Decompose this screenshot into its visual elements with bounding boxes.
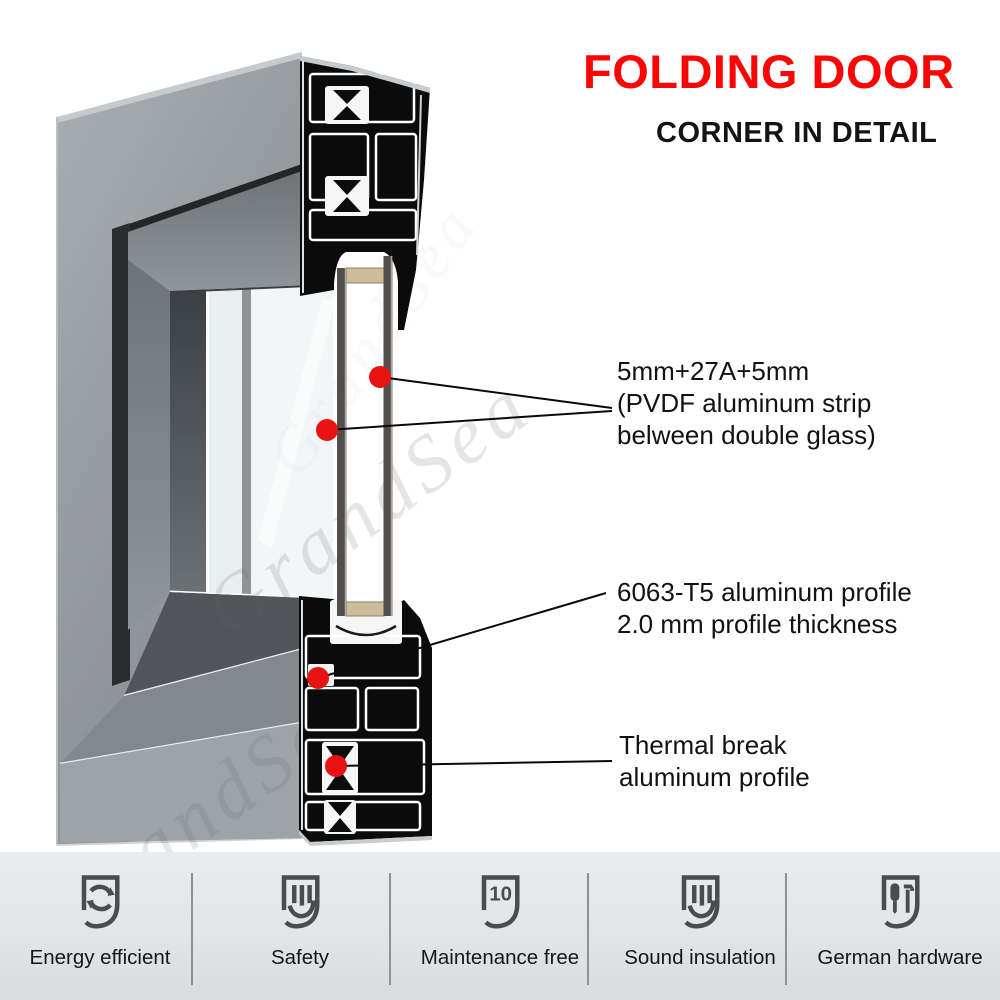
feature-safety: Safety — [200, 852, 400, 1000]
callout-dots — [307, 366, 391, 777]
callout-lines — [317, 376, 613, 767]
feature-divider — [587, 873, 589, 985]
outer-frame — [56, 52, 333, 846]
feature-label: Sound insulation — [624, 946, 776, 969]
annotation-line: 2.0 mm profile thickness — [617, 609, 898, 639]
feature-divider — [191, 873, 193, 985]
feature-divider — [389, 873, 391, 985]
shield-10-icon: 10 — [481, 875, 520, 929]
feature-label: Safety — [270, 946, 330, 969]
feature-energy-efficient: Energy efficient — [0, 852, 200, 1000]
annotation-line: 5mm+27A+5mm — [617, 356, 810, 386]
glass-opening — [170, 284, 333, 599]
annotation-thermal: Thermal break aluminum profile — [619, 729, 810, 793]
feature-label: Energy efficient — [29, 946, 171, 969]
page-subtitle: CORNER IN DETAIL — [656, 117, 938, 149]
door-corner-illustration: GrandSea GrandSea GrandSea — [29, 52, 613, 852]
feature-sound-insulation: Sound insulation — [600, 852, 800, 1000]
feature-bar: Energy efficient Safety 10 Maintenance f… — [0, 852, 1000, 1000]
shield-recycle-icon — [81, 875, 120, 929]
annotation-line: 6063-T5 aluminum profile — [617, 577, 912, 607]
feature-maintenance-free: 10 Maintenance free — [400, 852, 600, 1000]
shield-bars-icon — [681, 875, 720, 929]
feature-german-hardware: German hardware — [800, 852, 1000, 1000]
page-title: FOLDING DOOR — [583, 45, 955, 98]
feature-label: German hardware — [817, 946, 983, 969]
bottom-profile-section — [299, 596, 432, 846]
badge-10: 10 — [489, 883, 512, 906]
top-profile-section — [300, 56, 430, 330]
shield-tools-icon — [881, 875, 920, 929]
insulated-glass-unit — [335, 256, 397, 637]
annotation-profile: 6063-T5 aluminum profile 2.0 mm profile … — [617, 576, 912, 640]
annotation-line: aluminum profile — [619, 762, 810, 792]
annotation-line: (PVDF aluminum strip — [617, 388, 872, 418]
feature-divider — [785, 873, 787, 985]
annotation-line: belween double glass) — [617, 420, 876, 450]
glass-pane-edge — [337, 256, 393, 616]
annotation-line: Thermal break — [619, 730, 787, 760]
shield-bars-icon — [281, 875, 320, 929]
annotation-glass: 5mm+27A+5mm (PVDF aluminum strip belween… — [617, 355, 876, 451]
feature-label: Maintenance free — [420, 946, 580, 969]
